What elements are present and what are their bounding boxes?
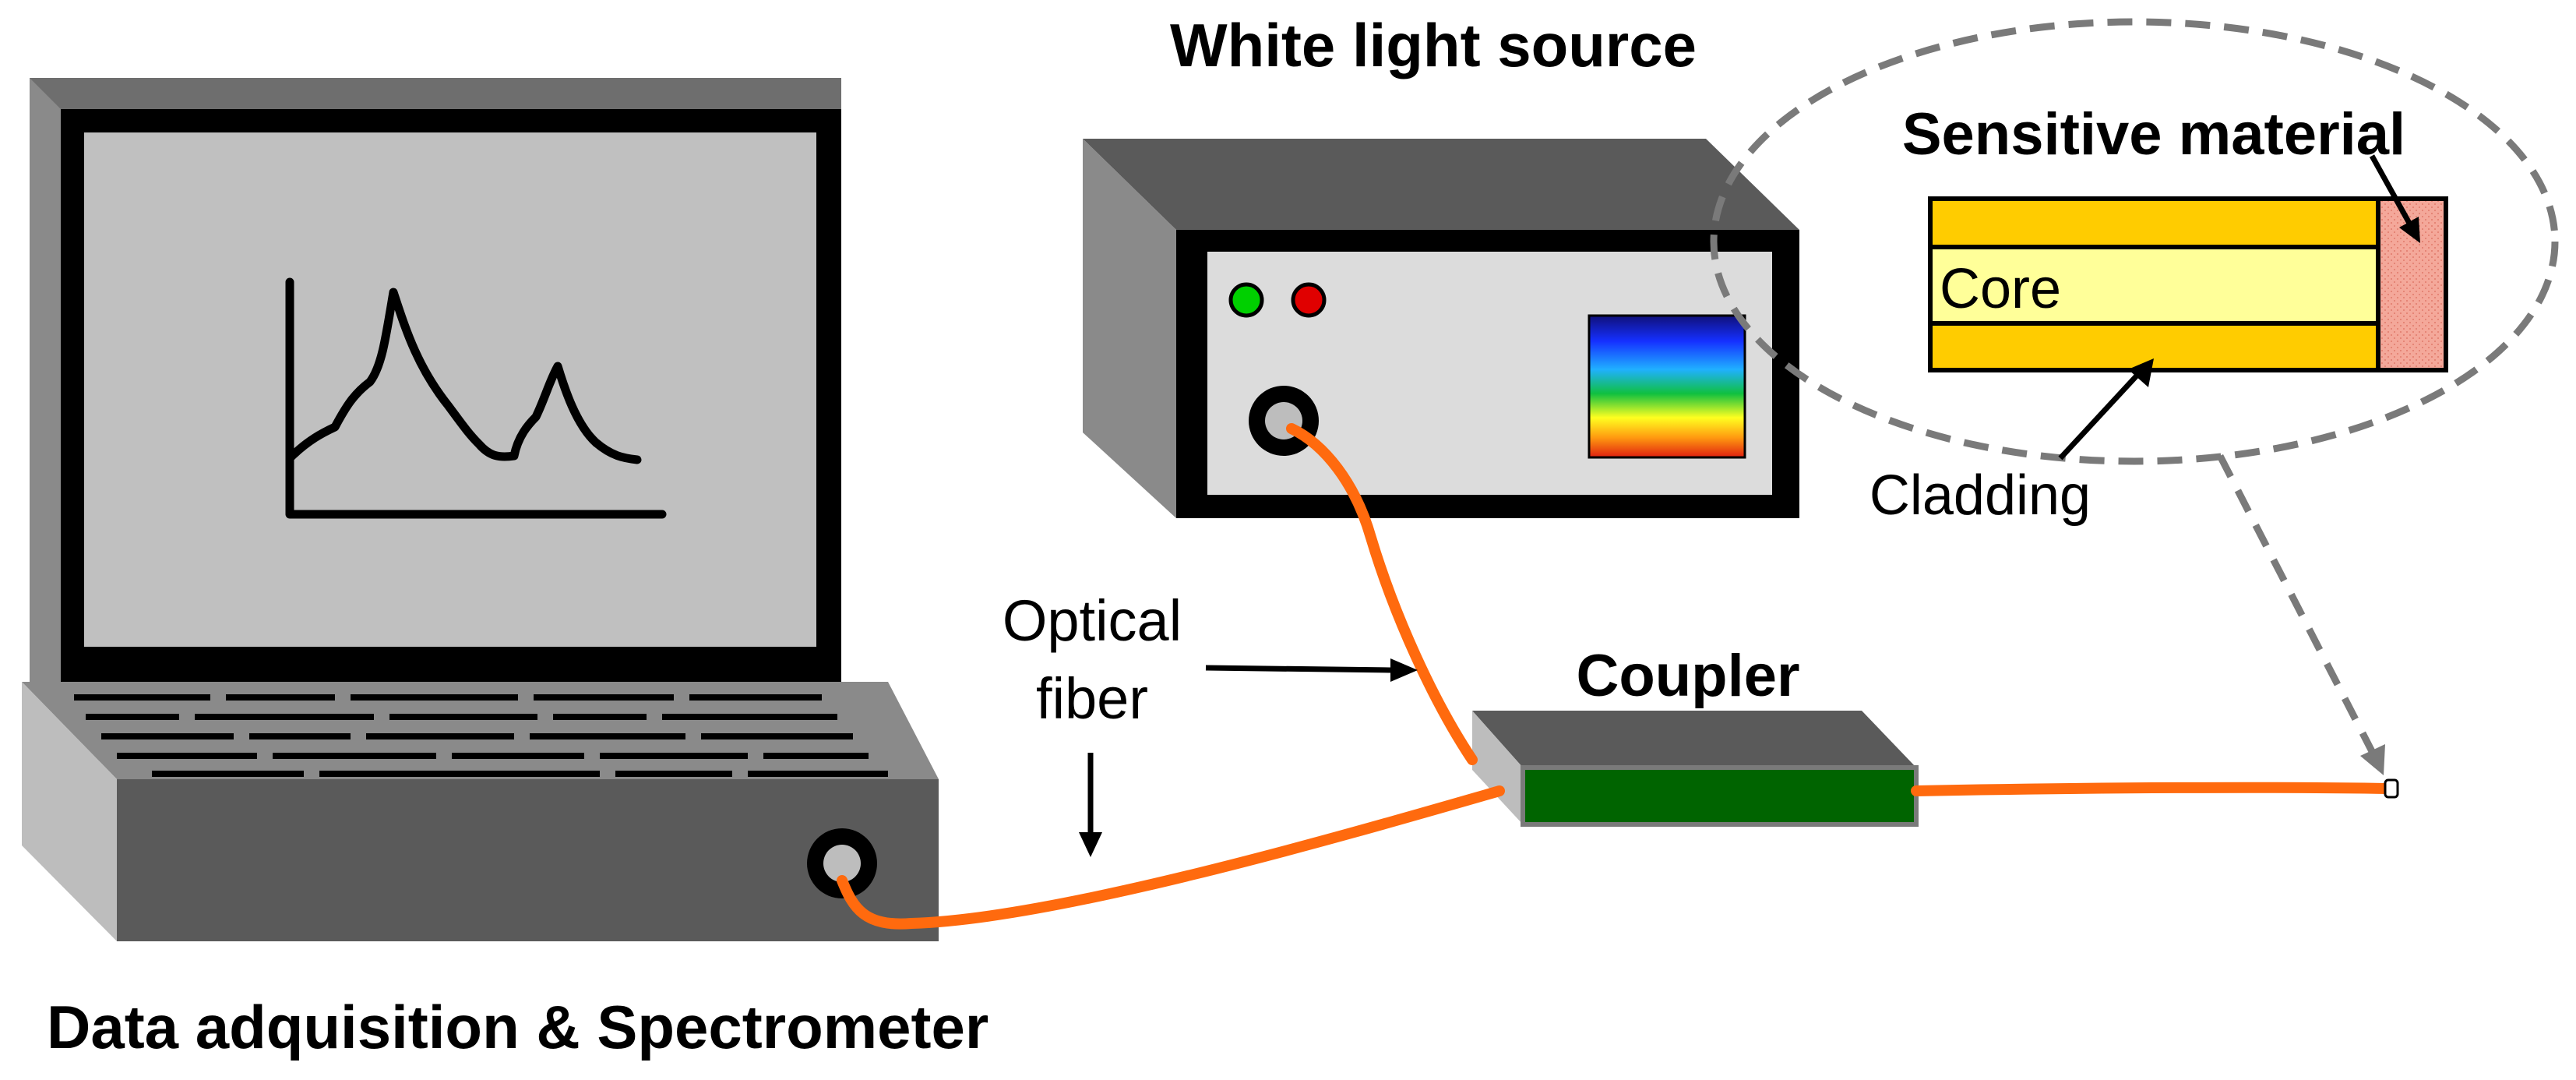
light-source-box-icon: [1083, 139, 1799, 518]
optical-fibers: [837, 423, 2393, 930]
fiber-coupler-to-probe: [1911, 782, 2393, 796]
core-label: Core: [1940, 258, 2061, 320]
laptop-base-front: [117, 779, 939, 941]
cladding-arrow: [2058, 372, 2141, 461]
fiber-tip-icon: [2384, 778, 2399, 799]
sensitive-material-label: Sensitive material: [1902, 101, 2405, 168]
zoom-ellipse: [1710, 18, 2559, 465]
fiber-source-to-coupler: [1286, 423, 1478, 765]
cladding-label: Cladding: [1869, 464, 2091, 527]
core-layer: [1928, 245, 2380, 326]
coupler-box-icon: [1472, 711, 1919, 827]
coupler-front: [1521, 765, 1919, 827]
fiber-coupler-to-laptop: [837, 785, 1505, 930]
zoom-pointer-arrow: [2216, 454, 2385, 775]
laptop-fiber-port-icon: [807, 828, 877, 898]
light-source-top: [1083, 139, 1799, 230]
red-led-icon: [1291, 282, 1327, 318]
optical-fiber-label-line2: fiber: [1036, 666, 1148, 731]
laptop-icon: [22, 78, 939, 941]
keyboard-keys: [74, 694, 888, 777]
spectrum-gradient-icon: [1588, 314, 1746, 459]
coupler-top: [1472, 711, 1916, 768]
laptop-screen: [84, 132, 816, 647]
cladding-bottom-layer: [1928, 321, 2380, 372]
green-led-icon: [1228, 282, 1264, 318]
optical-fiber-arrow-right: [1205, 665, 1391, 673]
optical-fiber-label-line1: Optical: [1003, 588, 1182, 653]
label-arrows: [1079, 154, 2420, 857]
cladding-top-layer: [1928, 196, 2380, 249]
plot-curve: [285, 288, 642, 464]
coupler-side: [1472, 711, 1523, 824]
coupler-label: Coupler: [1576, 643, 1799, 709]
fiber-cross-section: [1928, 196, 2448, 372]
spectrum-plot-icon: [285, 277, 667, 519]
laptop-base-side: [22, 682, 117, 941]
sensitive-material-arrow: [2369, 154, 2414, 228]
data-acquisition-label: Data adquisition & Spectrometer: [47, 993, 988, 1061]
white-light-source-label: White light source: [1170, 11, 1697, 79]
plot-axes: [285, 277, 667, 519]
light-source-side: [1083, 139, 1176, 518]
